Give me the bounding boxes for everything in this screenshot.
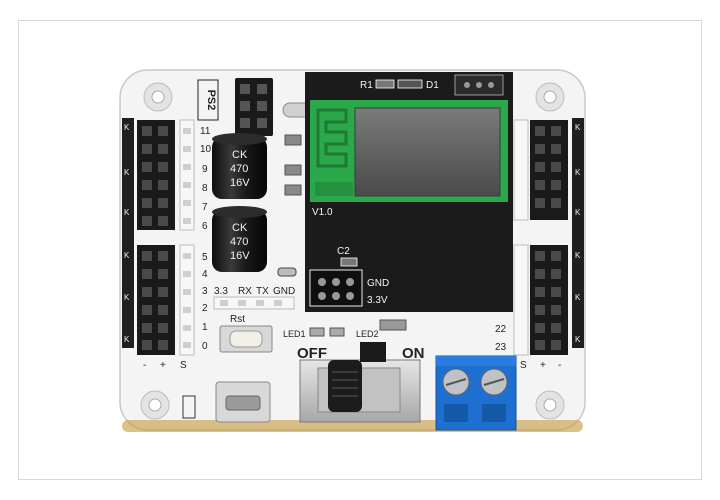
gnd-label-module: GND xyxy=(367,278,389,289)
photo-frame xyxy=(18,20,702,480)
pin-number: 10 xyxy=(200,144,212,155)
k-marker-right: K xyxy=(575,293,581,302)
pin-number: 3 xyxy=(202,286,208,297)
capacitor-top: CK 470 16V xyxy=(212,133,267,199)
mounting-hole-bottom-right xyxy=(535,390,565,420)
led1-label: LED1 xyxy=(283,329,306,339)
pin-number: 6 xyxy=(202,221,208,232)
left-servo-headers xyxy=(122,118,195,356)
d1-label: D1 xyxy=(426,80,439,91)
right-servo-headers xyxy=(513,118,584,356)
k-marker-left: K xyxy=(124,251,130,260)
left-s-label: S xyxy=(180,360,187,371)
reset-button[interactable] xyxy=(219,325,273,353)
smd-part-4 xyxy=(277,267,297,277)
uart-gnd-label: GND xyxy=(273,286,295,297)
smd-part-1 xyxy=(284,134,302,146)
pin-number: 4 xyxy=(202,269,208,280)
usb-silk-box xyxy=(182,395,196,419)
led-resistor xyxy=(329,327,345,337)
led2-label: LED2 xyxy=(356,329,379,339)
k-marker-left: K xyxy=(124,123,130,132)
capacitor-bottom: CK 470 16V xyxy=(212,206,267,272)
led2 xyxy=(379,319,407,331)
k-marker-left: K xyxy=(124,293,130,302)
k-marker-right: K xyxy=(575,251,581,260)
k-marker-right: K xyxy=(575,208,581,217)
mounting-hole-bottom-left xyxy=(140,390,170,420)
left-minus-label: - xyxy=(143,360,146,371)
capacitor-top-voltage: 16V xyxy=(230,177,250,189)
smd-part-2 xyxy=(284,164,302,176)
pin-number: 11 xyxy=(200,126,211,137)
capacitor-bottom-voltage: 16V xyxy=(230,250,250,262)
pin-number: 0 xyxy=(202,341,208,352)
power-terminal-block[interactable] xyxy=(435,355,517,431)
left-pin-numbers: 11 10 9 8 7 6 5 4 3 2 1 0 xyxy=(200,126,212,352)
switch-slider[interactable] xyxy=(328,360,362,412)
pin-number: 5 xyxy=(202,252,208,263)
power-switch[interactable] xyxy=(299,342,421,423)
ps2-outline xyxy=(197,79,219,121)
mounting-hole-top-right xyxy=(535,82,565,112)
k-marker-left: K xyxy=(124,208,130,217)
smd-part-3 xyxy=(284,184,302,196)
k-marker-right: K xyxy=(575,335,581,344)
k-marker-right: K xyxy=(575,123,581,132)
off-label: OFF xyxy=(297,345,327,362)
pin-number: 1 xyxy=(202,322,208,333)
rst-label: Rst xyxy=(230,314,245,325)
pin-number: 7 xyxy=(202,202,208,213)
micro-usb-port[interactable] xyxy=(215,381,271,423)
ps2-label: PS2 xyxy=(205,90,217,111)
mounting-hole-top-left xyxy=(143,82,173,112)
d1-component xyxy=(397,79,423,89)
uart-33-label: 3.3 xyxy=(214,286,228,297)
k-marker-left: K xyxy=(124,168,130,177)
uart-rx-label: RX xyxy=(238,286,252,297)
uart-header xyxy=(213,296,295,310)
on-label: ON xyxy=(402,345,425,362)
c2-label: C2 xyxy=(337,246,350,257)
right-s-label: S xyxy=(520,360,527,371)
right-plus-label: + xyxy=(540,360,546,371)
led1 xyxy=(309,327,325,337)
k-marker-left: K xyxy=(124,335,130,344)
right-minus-label: - xyxy=(558,360,561,371)
pin-number: 9 xyxy=(202,164,208,175)
version-label: V1.0 xyxy=(312,207,333,218)
left-plus-label: + xyxy=(160,360,166,371)
pin-number: 2 xyxy=(202,303,208,314)
capacitor-top-value: 470 xyxy=(230,163,248,175)
pin-22-label: 22 xyxy=(495,324,507,335)
pin-23-label: 23 xyxy=(495,342,507,353)
module-pin-header xyxy=(309,269,363,307)
wifi-shield xyxy=(354,107,501,197)
wifi-pads xyxy=(315,182,353,196)
capacitor-bottom-brand: CK xyxy=(232,222,248,234)
ps2-header xyxy=(235,78,273,136)
v33-label-module: 3.3V xyxy=(367,295,388,306)
capacitor-bottom-value: 470 xyxy=(230,236,248,248)
r1-label: R1 xyxy=(360,80,373,91)
uart-tx-label: TX xyxy=(256,286,269,297)
pin-number: 8 xyxy=(202,183,208,194)
c2-component xyxy=(340,257,358,267)
r1-component xyxy=(375,79,395,89)
antenna-trace xyxy=(316,108,348,168)
k-marker-right: K xyxy=(575,168,581,177)
capacitor-top-brand: CK xyxy=(232,149,248,161)
